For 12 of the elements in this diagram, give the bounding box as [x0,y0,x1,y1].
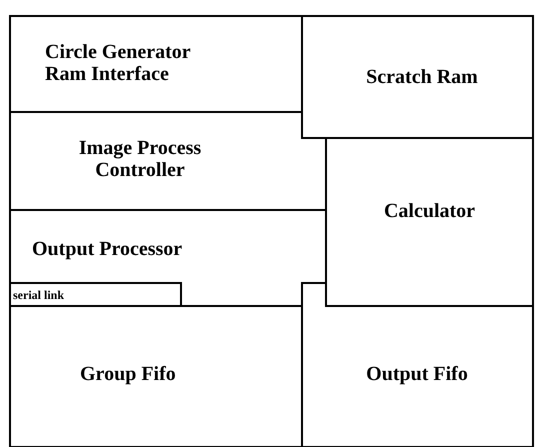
block-label: serial link [13,288,66,302]
block-label: Image Process Controller [78,137,202,181]
block-label: Calculator [382,200,476,222]
module-block [10,306,302,447]
module-block [10,16,302,112]
block-label: Scratch Ram [365,66,479,88]
module-block [302,16,533,138]
module-block [10,283,181,306]
block-label: Circle Generator Ram Interface [45,41,192,85]
block-label: Group Fifo [80,363,177,385]
block-label: Output Fifo [365,363,469,385]
block-label: Output Processor [32,238,184,260]
